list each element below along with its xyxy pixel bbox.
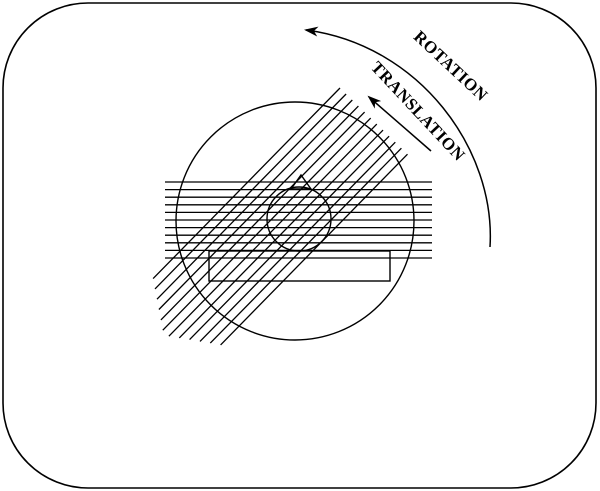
diagonal-beam-line (189, 135, 390, 341)
diagonal-beam-line (199, 141, 396, 342)
diagonal-beam-line (178, 129, 384, 339)
diagonal-beam-line (209, 147, 402, 344)
diagonal-beam-line (160, 111, 366, 321)
diagonal-beam-line (158, 105, 359, 310)
rotation-label: ROTATION (410, 27, 492, 105)
translation-arrow (367, 95, 432, 152)
patient-head-circle (266, 186, 332, 252)
patient-nose-triangle (289, 173, 313, 190)
diagonal-beam-line (154, 93, 347, 290)
diagonal-beam-lines (152, 87, 408, 346)
diagonal-beam-line (168, 123, 378, 337)
diagonal-beam-line (220, 153, 408, 346)
horizontal-beam-lines (165, 181, 432, 259)
diagonal-beam-line (152, 87, 341, 280)
rotation-arrow (304, 26, 492, 248)
diagonal-beam-line (156, 99, 353, 300)
gantry-bore-circle (175, 101, 415, 341)
